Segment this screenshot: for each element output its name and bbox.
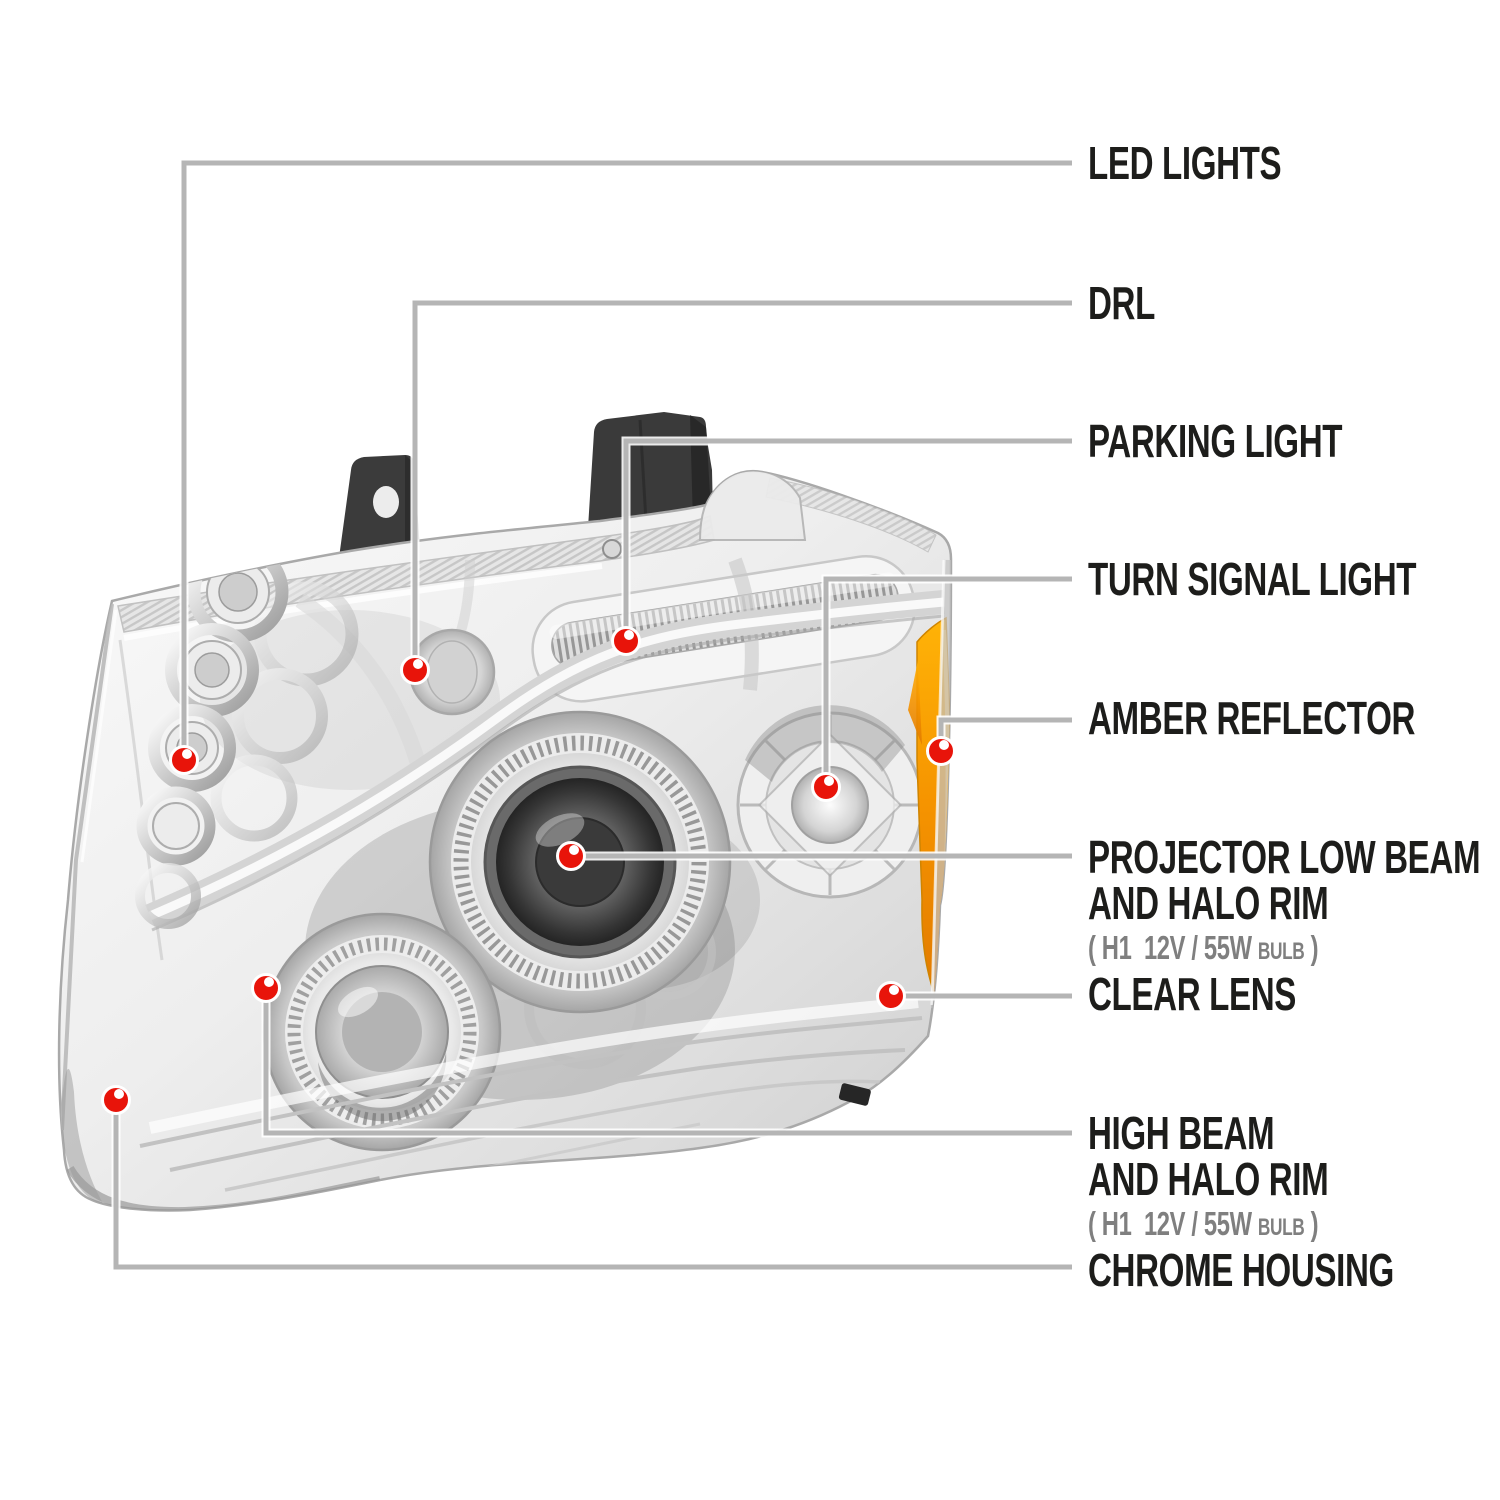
projector-low-beam-marker-dot <box>556 841 586 871</box>
callout-parking-light <box>621 436 1072 641</box>
chrome-housing-marker-dot <box>101 1085 131 1115</box>
callout-label-drl: DRL <box>1088 277 1155 329</box>
callout-label-led-lights: LED LIGHTS <box>1088 137 1282 189</box>
callout-amber-reflector <box>936 715 1072 751</box>
callout-label-parking-light: PARKING LIGHT <box>1088 415 1343 467</box>
bottom-clip-nub <box>838 1083 871 1106</box>
callout-chrome-housing <box>111 1100 1072 1272</box>
led-rings <box>135 541 359 929</box>
mounting-tab-left <box>338 455 421 565</box>
callout-led-lights <box>179 158 1072 760</box>
turn-signal-reflector <box>736 705 924 899</box>
callout-lines <box>111 158 1072 1272</box>
drl-marker-dot <box>400 655 430 685</box>
callout-label-high-beam-line1: HIGH BEAM <box>1088 1107 1275 1159</box>
callout-label-turn-signal-light: TURN SIGNAL LIGHT <box>1088 553 1417 605</box>
marker-dots <box>101 626 956 1115</box>
drl-bulb <box>408 628 496 716</box>
callout-label-projector-low-beam-line1: PROJECTOR LOW BEAM <box>1088 831 1481 883</box>
callout-turn-signal-light <box>821 574 1072 787</box>
led-lights-marker-dot <box>169 745 199 775</box>
callout-label-high-beam-bulb-spec: ( H1 12V / 55W BULB ) <box>1088 1205 1319 1242</box>
clear-lens-marker-dot <box>876 981 906 1011</box>
callout-label-clear-lens: CLEAR LENS <box>1088 968 1297 1020</box>
callout-label-projector-bulb-spec: ( H1 12V / 55W BULB ) <box>1088 929 1319 966</box>
callout-label-projector-low-beam-line2: AND HALO RIM <box>1088 877 1329 929</box>
turn-signal-marker-dot <box>811 772 841 802</box>
callout-drl <box>410 298 1072 670</box>
screw <box>602 539 622 559</box>
callout-high-beam <box>261 988 1072 1138</box>
callout-label-amber-reflector: AMBER REFLECTOR <box>1088 692 1416 744</box>
callout-label-high-beam-line2: AND HALO RIM <box>1088 1153 1329 1205</box>
chrome-brow <box>145 590 946 932</box>
high-beam-marker-dot <box>251 973 281 1003</box>
amber-reflector-marker-dot <box>926 736 956 766</box>
callout-label-chrome-housing: CHROME HOUSING <box>1088 1244 1394 1296</box>
tab-hole <box>373 486 399 518</box>
parking-light-marker-dot <box>611 626 641 656</box>
